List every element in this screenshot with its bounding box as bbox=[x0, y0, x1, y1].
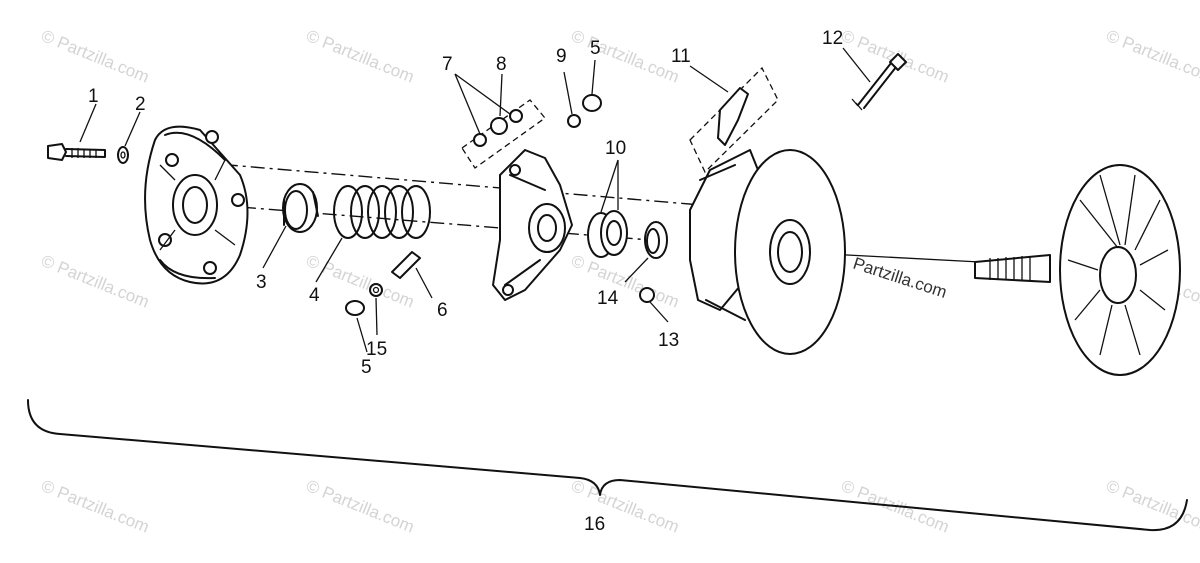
callout-1: 1 bbox=[88, 86, 99, 107]
callout-12: 12 bbox=[822, 28, 843, 49]
diagram-watermark: Partzilla.com bbox=[851, 254, 949, 302]
callout-5-lower: 5 bbox=[361, 357, 372, 378]
fixed-sheave bbox=[974, 164, 1181, 376]
watermark: © Partzilla.com bbox=[569, 26, 682, 87]
callout-14: 14 bbox=[597, 288, 619, 309]
part-12-bolt bbox=[851, 53, 907, 111]
callout-9: 9 bbox=[556, 46, 567, 67]
callout-7: 7 bbox=[442, 54, 453, 75]
movable-sheave bbox=[689, 149, 846, 355]
callout-15: 15 bbox=[366, 339, 387, 360]
watermark: © Partzilla.com bbox=[39, 476, 152, 537]
watermark: © Partzilla.com bbox=[304, 476, 417, 537]
part-4-spring bbox=[333, 185, 431, 239]
part-11-shoe bbox=[689, 66, 779, 174]
callout-5-upper: 5 bbox=[590, 38, 601, 59]
part-2-lock-washer bbox=[117, 146, 129, 164]
assembly-brace bbox=[27, 399, 1188, 532]
callout-4: 4 bbox=[309, 285, 320, 306]
callout-16: 16 bbox=[584, 514, 605, 535]
watermark: © Partzilla.com bbox=[1104, 26, 1200, 87]
parts-7-8-group bbox=[461, 99, 546, 169]
leader-lines bbox=[79, 47, 871, 353]
watermark: © Partzilla.com bbox=[304, 26, 417, 87]
callout-2: 2 bbox=[135, 94, 146, 115]
part-10-bushings bbox=[587, 210, 628, 258]
part-5-roller-upper bbox=[582, 94, 602, 112]
watermark: © Partzilla.com bbox=[39, 251, 152, 312]
callout-labels: 1 2 3 4 5 6 15 7 8 9 5 10 11 12 14 13 16 bbox=[88, 28, 843, 535]
part-9-nut bbox=[567, 114, 581, 128]
part-13-nut bbox=[639, 287, 655, 303]
part-5-roller-lower bbox=[345, 300, 365, 316]
callout-8: 8 bbox=[496, 54, 507, 75]
callout-10: 10 bbox=[605, 138, 626, 159]
watermark: © Partzilla.com bbox=[39, 26, 152, 87]
callout-11: 11 bbox=[671, 46, 691, 67]
part-3-bushing bbox=[282, 183, 319, 233]
callout-6: 6 bbox=[437, 300, 448, 321]
part-1-bolt bbox=[47, 143, 106, 161]
part-14-ring bbox=[644, 221, 668, 259]
callout-3: 3 bbox=[256, 272, 267, 293]
cover-plate bbox=[144, 125, 249, 285]
callout-13: 13 bbox=[658, 330, 679, 351]
part-15-nut bbox=[369, 283, 383, 297]
part-6-pin bbox=[391, 251, 421, 279]
spider-assembly bbox=[492, 149, 573, 301]
